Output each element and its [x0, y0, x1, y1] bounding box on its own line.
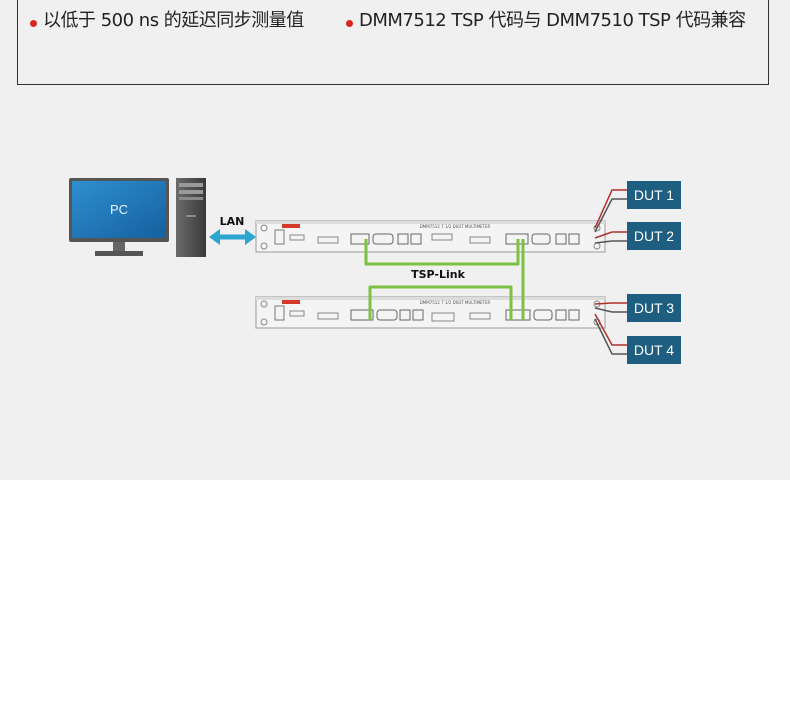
dut-label: DUT 1 [634, 187, 674, 203]
dut-label: DUT 3 [634, 300, 674, 316]
dut-label: DUT 2 [634, 228, 674, 244]
dut-leads [594, 189, 627, 355]
dut-box: DUT 2 [627, 222, 681, 250]
dut-box: DUT 4 [627, 336, 681, 364]
tsp-link-label: TSP-Link [411, 268, 465, 281]
instrument-panel-text: DMM7512 7 1/2 DIGIT MULTIMETER [420, 300, 491, 305]
dut-label: DUT 4 [634, 342, 674, 358]
bullet-icon [30, 19, 37, 27]
instrument-top: DMM7512 7 1/2 DIGIT MULTIMETER [255, 220, 606, 253]
lan-label: LAN [220, 215, 245, 228]
tsp-link-cables [364, 239, 525, 320]
pc-tower-icon [176, 178, 206, 257]
feature-text: 以低于 500 ns 的延迟同步测量值 [43, 10, 304, 31]
feature-box: 以低于 500 ns 的延迟同步测量值 DMM7512 TSP 代码与 DMM7… [17, 0, 769, 85]
feature-item: DMM7512 TSP 代码与 DMM7510 TSP 代码兼容 [346, 6, 746, 32]
pc-label: PC [110, 202, 128, 217]
feature-item: 以低于 500 ns 的延迟同步测量值 [30, 6, 304, 32]
dut-box: DUT 3 [627, 294, 681, 322]
pc-monitor-icon: PC [69, 178, 169, 256]
feature-text: DMM7512 TSP 代码与 DMM7510 TSP 代码兼容 [359, 10, 746, 31]
instrument-bottom: DMM7512 7 1/2 DIGIT MULTIMETER [255, 296, 606, 329]
bullet-icon [346, 19, 353, 27]
lan-arrow-icon [209, 229, 256, 245]
instrument-panel-text: DMM7512 7 1/2 DIGIT MULTIMETER [420, 224, 491, 229]
dut-box: DUT 1 [627, 181, 681, 209]
